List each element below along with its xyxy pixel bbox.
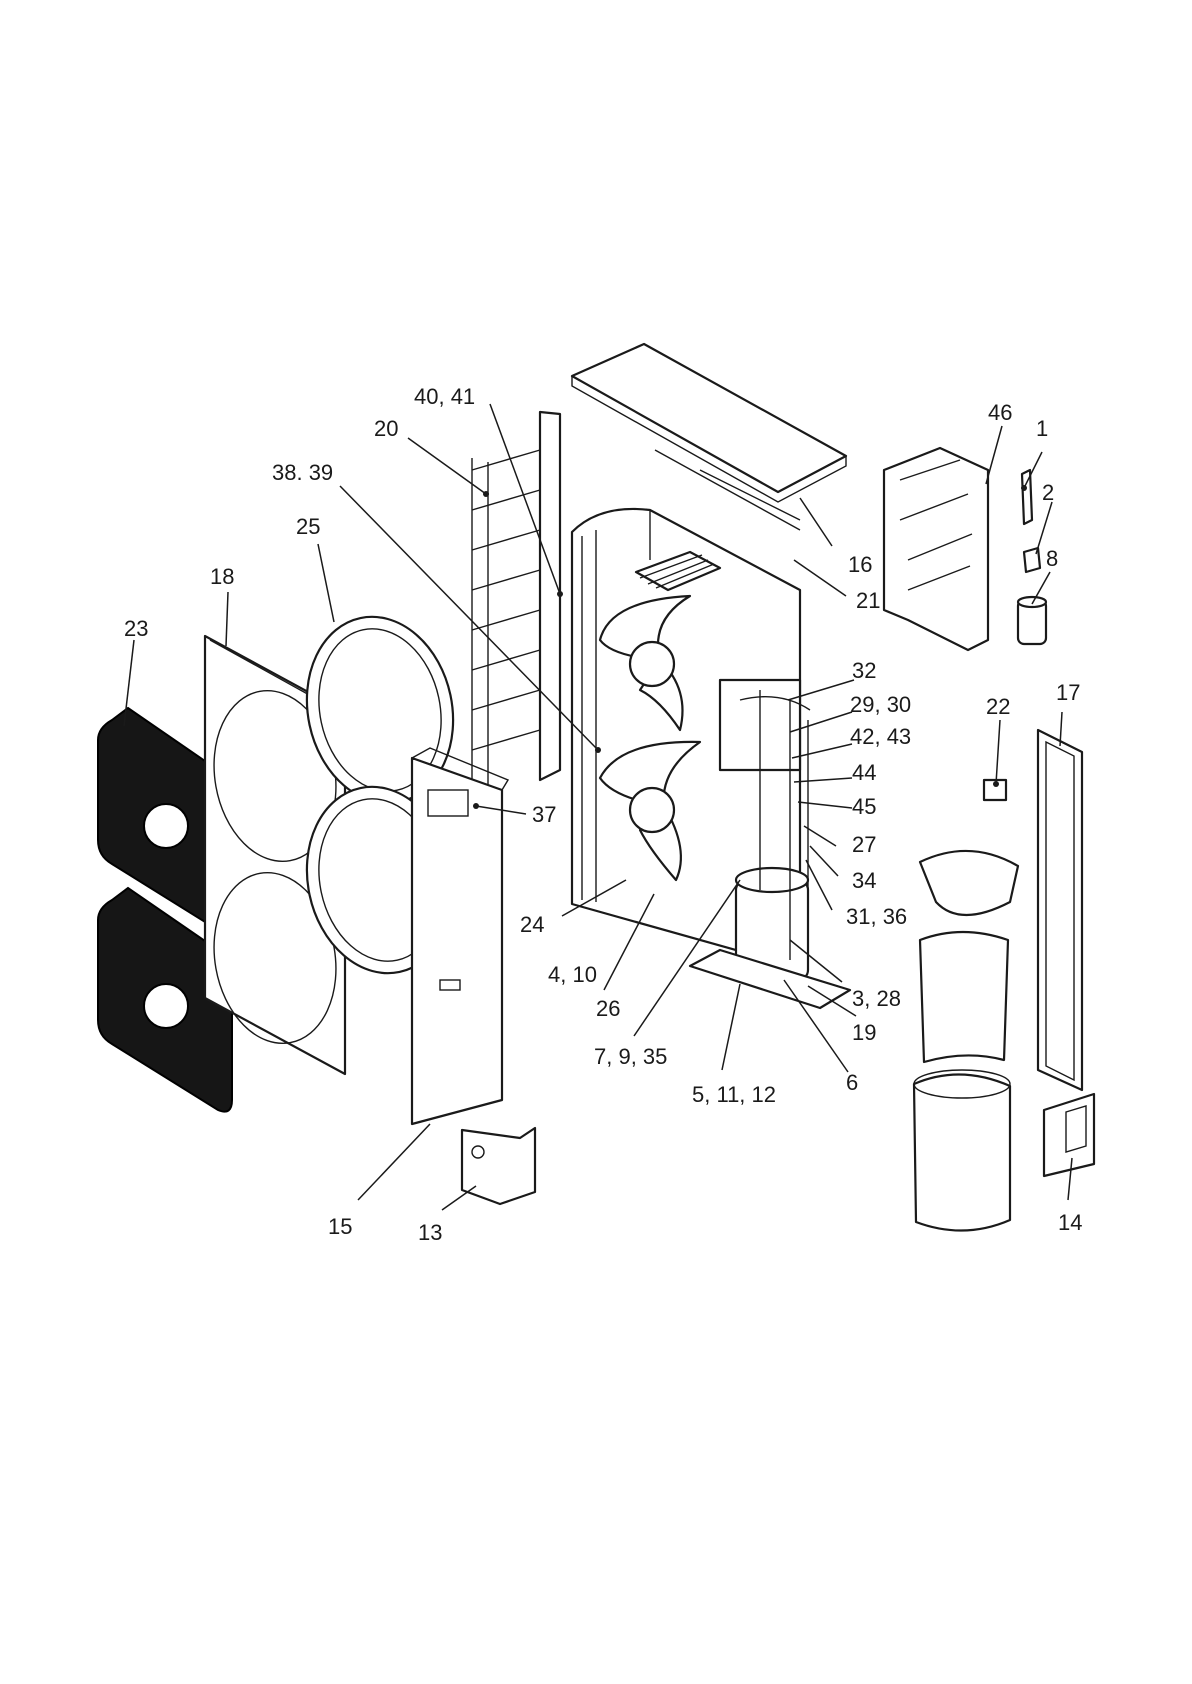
- callout-16: 16: [848, 552, 872, 577]
- callout-19: 19: [852, 1020, 876, 1045]
- callout-37: 37: [532, 802, 556, 827]
- callout-1: 1: [1036, 416, 1048, 441]
- callout-40-41: 40, 41: [414, 384, 475, 409]
- callout-15: 15: [328, 1214, 352, 1239]
- callout-20: 20: [374, 416, 398, 441]
- callout-21: 21: [856, 588, 880, 613]
- callout-4-10: 4, 10: [548, 962, 597, 987]
- callout-22: 22: [986, 694, 1010, 719]
- callout-32: 32: [852, 658, 876, 683]
- callout-23: 23: [124, 616, 148, 641]
- callout-44: 44: [852, 760, 876, 785]
- front-side-cover: [412, 748, 508, 1124]
- callout-26: 26: [596, 996, 620, 1021]
- callout-3-28: 3, 28: [852, 986, 901, 1011]
- callout-46: 46: [988, 400, 1012, 425]
- callout-42-43: 42, 43: [850, 724, 911, 749]
- callout-25: 25: [296, 514, 320, 539]
- insulation-cap: [920, 851, 1018, 915]
- callout-38-39: 38. 39: [272, 460, 333, 485]
- callout-8: 8: [1046, 546, 1058, 571]
- electrical-box: [884, 448, 988, 650]
- callout-14: 14: [1058, 1210, 1082, 1235]
- bracket: [462, 1128, 535, 1204]
- callout-29-30: 29, 30: [850, 692, 911, 717]
- service-panel: [1044, 1094, 1094, 1176]
- small-part-8: [1018, 597, 1046, 644]
- top-plate: [572, 344, 846, 502]
- callout-31-36: 31, 36: [846, 904, 907, 929]
- callout-27: 27: [852, 832, 876, 857]
- right-side-panel: [1038, 730, 1082, 1090]
- small-part-2: [1024, 548, 1040, 572]
- callout-2: 2: [1042, 480, 1054, 505]
- callout-34: 34: [852, 868, 876, 893]
- insulation-wrap-lower: [914, 1070, 1010, 1231]
- rear-wire-guard: [472, 412, 560, 790]
- callout-6: 6: [846, 1070, 858, 1095]
- callout-17: 17: [1056, 680, 1080, 705]
- callout-5-11-12: 5, 11, 12: [692, 1082, 776, 1107]
- callout-18: 18: [210, 564, 234, 589]
- callout-13: 13: [418, 1220, 442, 1245]
- callout-24: 24: [520, 912, 544, 937]
- insulation-wrap-upper: [920, 932, 1008, 1062]
- callout-7-9-35: 7, 9, 35: [594, 1044, 667, 1069]
- callout-45: 45: [852, 794, 876, 819]
- small-part-1: [1022, 470, 1032, 524]
